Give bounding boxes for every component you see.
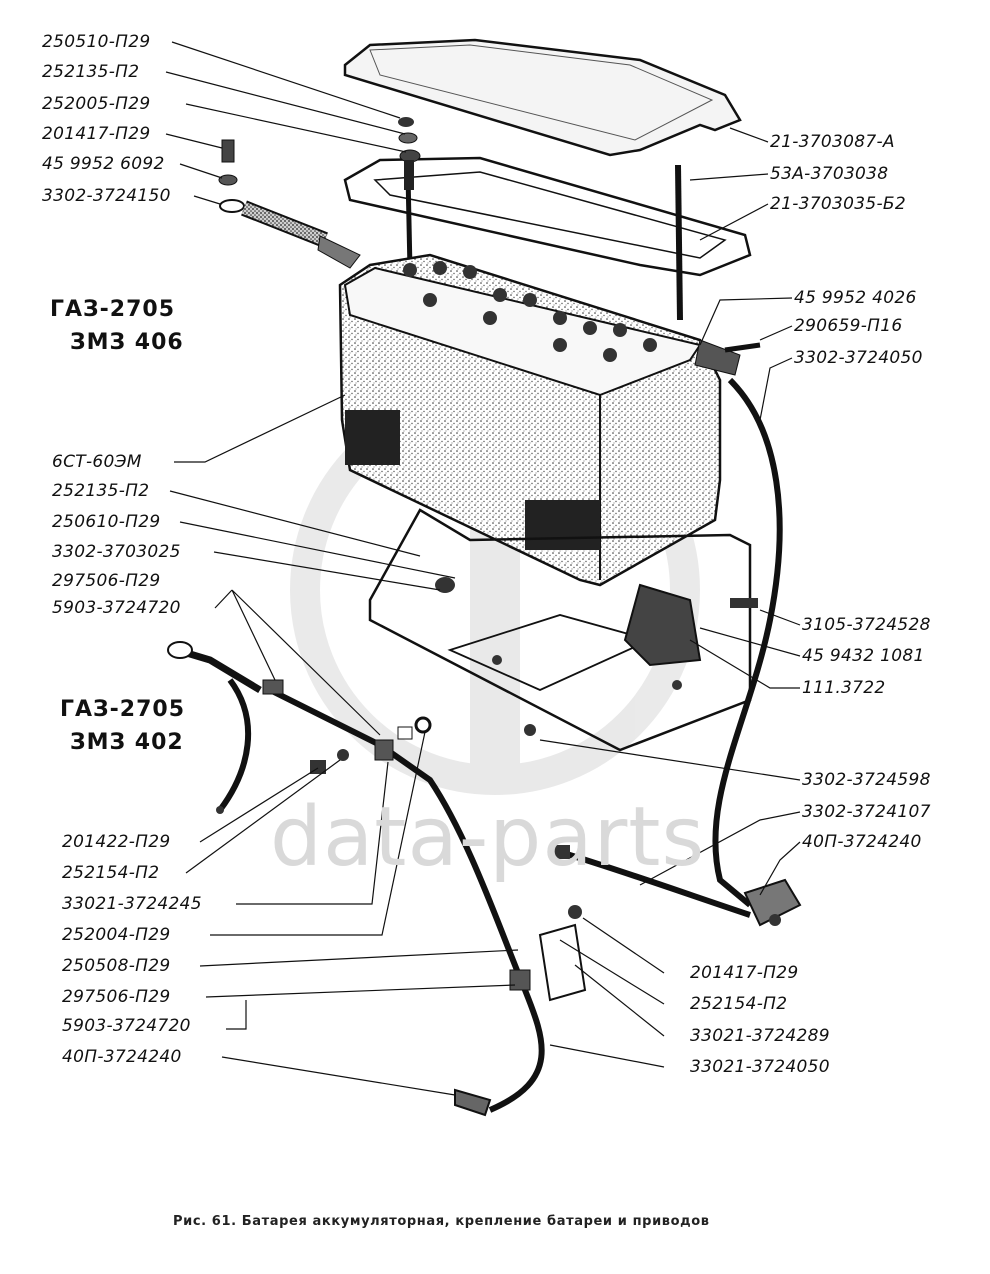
part-label: 250510-П29	[42, 32, 151, 52]
battery-switch	[623, 583, 758, 667]
part-label: 45 9952 4026	[794, 288, 917, 308]
part-label: 21-3703087-А	[770, 132, 895, 152]
battery-cover	[343, 38, 742, 157]
part-label: 40П-3724240	[62, 1047, 182, 1067]
part-label: 33021-3724289	[690, 1026, 830, 1046]
part-label: 53А-3703038	[770, 164, 889, 184]
bolt-stack	[218, 117, 421, 190]
part-label: 5903-3724720	[52, 598, 181, 618]
part-label: 45 9952 6092	[42, 154, 165, 174]
model-label-bottom-line2: ЗМЗ 402	[70, 730, 184, 755]
part-label: 252004-П29	[62, 925, 171, 945]
part-label: 252135-П2	[42, 62, 140, 82]
part-label: 3105-3724528	[802, 615, 931, 635]
ground-wire	[552, 845, 751, 918]
part-label: 290659-П16	[794, 316, 903, 336]
part-label: 252154-П2	[62, 863, 160, 883]
negative-cable-402	[167, 641, 587, 1117]
model-label-top-line1: ГАЗ-2705	[50, 297, 176, 322]
leader-lines	[165, 41, 801, 1096]
part-label: 3302-3703025	[52, 542, 181, 562]
part-label: 21-3703035-Б2	[770, 194, 906, 214]
positive-cable-right	[694, 339, 802, 927]
part-label: 252154-П2	[690, 994, 788, 1014]
part-label: 297506-П29	[52, 571, 161, 591]
part-label: 250610-П29	[52, 512, 161, 532]
part-label: 5903-3724720	[62, 1016, 191, 1036]
part-label: 33021-3724050	[690, 1057, 830, 1077]
battery-tray	[368, 508, 752, 752]
part-label: 45 9432 1081	[802, 646, 925, 666]
part-label: 252135-П2	[52, 481, 150, 501]
part-label: 111.3722	[802, 678, 886, 698]
part-label: 201417-П29	[690, 963, 799, 983]
part-label: 3302-3724050	[794, 348, 923, 368]
watermark-text: data-parts	[270, 790, 706, 885]
battery	[338, 253, 722, 587]
model-label-top-line2: ЗМЗ 406	[70, 330, 184, 355]
part-label: 201417-П29	[42, 124, 151, 144]
part-label: 6СТ-60ЭМ	[52, 452, 142, 472]
model-label-bottom-line1: ГАЗ-2705	[60, 697, 186, 722]
part-label: 40П-3724240	[802, 832, 922, 852]
part-label: 201422-П29	[62, 832, 171, 852]
part-label: 3302-3724150	[42, 186, 171, 206]
part-label: 3302-3724107	[802, 802, 931, 822]
figure-caption: Рис. 61. Батарея аккумуляторная, креплен…	[173, 1214, 710, 1229]
part-label: 250508-П29	[62, 956, 171, 976]
part-label: 3302-3724598	[802, 770, 931, 790]
part-label: 33021-3724245	[62, 894, 202, 914]
part-label: 297506-П29	[62, 987, 171, 1007]
negative-wire-short	[219, 199, 361, 269]
part-label: 252005-П29	[42, 94, 151, 114]
